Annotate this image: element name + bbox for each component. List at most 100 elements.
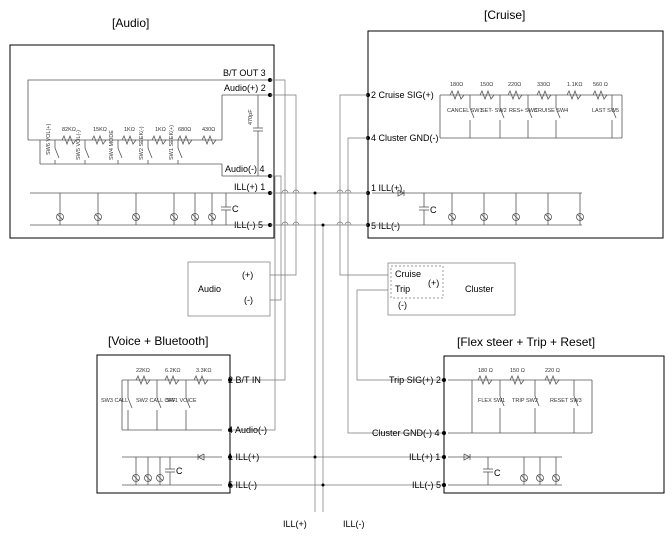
audio-pin-ill-plus: ILL(+) 1 <box>234 182 265 192</box>
svg-text:220 Ω: 220 Ω <box>545 368 560 374</box>
svg-text:RESET SW3: RESET SW3 <box>550 398 582 404</box>
svg-text:SET- SW2: SET- SW2 <box>481 108 507 114</box>
flex-title: [Flex steer + Trip + Reset] <box>457 335 595 349</box>
cruise-illumination-lamps <box>448 193 584 225</box>
svg-text:CANCEL SW1: CANCEL SW1 <box>447 108 483 114</box>
svg-text:430Ω: 430Ω <box>202 127 215 133</box>
audio-unit-minus: (-) <box>244 295 253 305</box>
svg-text:1KΩ: 1KΩ <box>124 127 135 133</box>
bottom-ill-minus-label: ILL(-) <box>343 519 365 529</box>
cluster-trip-label: Trip <box>395 284 410 294</box>
svg-text:SW6 VOL(+): SW6 VOL(+) <box>46 124 52 155</box>
svg-text:CRUISE SW4: CRUISE SW4 <box>534 108 568 114</box>
svg-text:C: C <box>430 205 437 215</box>
cluster-label: Cluster <box>465 284 494 294</box>
voice-illumination-lamps <box>132 457 164 485</box>
svg-text:FLEX SW1: FLEX SW1 <box>478 398 505 404</box>
voice-resistors: 22KΩ 6.2KΩ 3.3KΩ <box>135 368 211 386</box>
voice-pin-ill-minus: 5 ILL(-) <box>228 480 257 490</box>
svg-text:3.3KΩ: 3.3KΩ <box>196 368 211 374</box>
audio-resistor-6: 430Ω <box>201 127 217 146</box>
voice-switches: SW3 CALL SW2 CALL OFF SW1 VOICE <box>101 380 197 430</box>
audio-unit-plus: (+) <box>242 270 253 280</box>
audio-unit: Audio (+) (-) <box>187 261 271 317</box>
audio-resistor-5: 680Ω <box>177 127 193 146</box>
audio-unit-label: Audio <box>198 284 221 294</box>
cluster-cruise-label: Cruise <box>395 269 421 279</box>
audio-switch-mode: SW4 MODE <box>109 130 123 164</box>
voice-pin-audio-minus: 4 Audio(-) <box>228 425 267 435</box>
svg-text:220Ω: 220Ω <box>508 82 521 88</box>
flex-pin-ill-minus: ILL(-) 5 <box>412 480 441 490</box>
svg-text:22KΩ: 22KΩ <box>136 368 150 374</box>
svg-text:SW1 SEEK(+): SW1 SEEK(+) <box>169 125 175 160</box>
svg-text:RES+ SW3: RES+ SW3 <box>509 108 537 114</box>
cruise-switch-block: 2 Cruise SIG(+) 4 Cluster GND(-) 1 ILL(+… <box>366 30 664 239</box>
flex-steer-block: Trip SIG(+) 2 Cluster GND(-) 4 ILL(+) 1 … <box>372 355 665 494</box>
svg-text:1KΩ: 1KΩ <box>155 127 166 133</box>
audio-switch-vol-up: SW6 VOL(+) <box>46 124 60 164</box>
cruise-resistors: 180Ω 150Ω 220Ω 330Ω 1.1KΩ 560 Ω <box>449 82 608 101</box>
voice-title: [Voice + Bluetooth] <box>108 334 208 348</box>
svg-text:470pF: 470pF <box>248 109 254 125</box>
voice-capacitor-c: C <box>165 457 183 485</box>
svg-text:680Ω: 680Ω <box>178 127 191 133</box>
svg-text:180 Ω: 180 Ω <box>478 368 493 374</box>
cruise-pin-ill-minus: 5 ILL(-) <box>371 221 400 231</box>
svg-text:LAST SW5: LAST SW5 <box>592 108 619 114</box>
flex-capacitor-c: C <box>483 457 501 485</box>
bottom-ill-plus-label: ILL(+) <box>283 519 307 529</box>
audio-resistor-1: 82KΩ <box>61 127 77 146</box>
svg-text:SW1 VOICE: SW1 VOICE <box>166 398 197 404</box>
flex-pin-ill-plus: ILL(+) 1 <box>409 452 440 462</box>
svg-text:15KΩ: 15KΩ <box>93 127 107 133</box>
audio-resistor-4: 1KΩ <box>151 127 167 146</box>
audio-switch-vol-down: SW5 VOL(-) <box>76 130 90 164</box>
audio-pin-audio-minus: Audio(-) 4 <box>225 164 265 174</box>
voice-pin-bt-in: 2 B/T IN <box>228 375 261 385</box>
svg-text:150 Ω: 150 Ω <box>510 368 525 374</box>
audio-pin-bt-out: B/T OUT 3 <box>223 68 266 78</box>
svg-text:6.2KΩ: 6.2KΩ <box>165 368 180 374</box>
audio-capacitor-c: C <box>221 193 239 225</box>
audio-title: [Audio] <box>112 16 149 30</box>
cluster-minus: (-) <box>398 300 407 310</box>
svg-text:SW2 SEEK(-): SW2 SEEK(-) <box>139 126 145 160</box>
cruise-pin-ill-plus: 1 ILL(+) <box>371 183 402 193</box>
svg-text:SW5 VOL(-): SW5 VOL(-) <box>76 130 82 160</box>
svg-text:180Ω: 180Ω <box>450 82 463 88</box>
flex-switches: FLEX SW1 TRIP SW2 RESET SW3 <box>478 380 582 433</box>
audio-pin-audio-plus: Audio(+) 2 <box>224 83 266 93</box>
svg-text:SW4 MODE: SW4 MODE <box>109 130 115 160</box>
svg-text:1.1KΩ: 1.1KΩ <box>567 82 582 88</box>
audio-switch-seek-down: SW2 SEEK(-) <box>139 126 153 164</box>
audio-capacitor-470pf: 470pF <box>248 95 263 176</box>
flex-pin-cluster-gnd: Cluster GND(-) 4 <box>372 428 440 438</box>
svg-text:82KΩ: 82KΩ <box>62 127 76 133</box>
harness-wires <box>230 79 444 512</box>
audio-illumination-lamps <box>56 193 216 225</box>
cruise-pin-gnd: 4 Cluster GND(-) <box>371 133 439 143</box>
audio-switch-block: B/T OUT 3 Audio(+) 2 Audio(-) 4 ILL(+) 1… <box>9 44 275 239</box>
svg-text:SW3 CALL: SW3 CALL <box>101 398 128 404</box>
svg-text:C: C <box>232 204 239 214</box>
svg-text:150Ω: 150Ω <box>480 82 493 88</box>
cluster-unit: Cruise Trip (+) (-) Cluster <box>387 262 516 316</box>
svg-text:SW2 CALL OFF: SW2 CALL OFF <box>136 398 176 404</box>
svg-text:C: C <box>494 468 501 478</box>
audio-resistor-2: 15KΩ <box>91 127 107 146</box>
svg-text:TRIP SW2: TRIP SW2 <box>512 398 538 404</box>
cluster-plus: (+) <box>428 278 439 288</box>
svg-text:C: C <box>176 466 183 476</box>
svg-text:330Ω: 330Ω <box>537 82 550 88</box>
audio-resistor-3: 1KΩ <box>121 127 137 146</box>
flex-illumination-lamps <box>520 457 560 485</box>
flex-pin-trip-sig: Trip SIG(+) 2 <box>389 375 441 385</box>
voice-pin-ill-plus: 1 ILL(+) <box>228 452 259 462</box>
audio-switch-seek-up: SW1 SEEK(+) <box>169 125 183 164</box>
cruise-pin-sig: 2 Cruise SIG(+) <box>371 90 434 100</box>
cruise-title: [Cruise] <box>484 8 525 22</box>
flex-resistors: 180 Ω 150 Ω 220 Ω <box>477 368 560 386</box>
cruise-capacitor-c: C <box>419 193 437 225</box>
